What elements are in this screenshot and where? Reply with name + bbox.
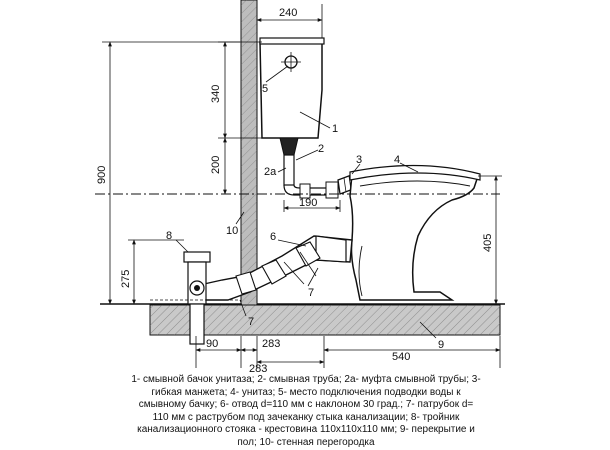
dim-540-text: 540 (392, 351, 410, 363)
dim-275-text: 275 (120, 270, 132, 288)
dim-190-text: 190 (299, 197, 317, 209)
callout-leaders (175, 65, 437, 339)
legend-caption: 1- смывной бачок унитаза; 2- смывная тру… (96, 374, 516, 450)
dim-405-text: 405 (482, 234, 494, 252)
dim-200-text: 200 (210, 156, 222, 174)
dim-340-text: 340 (210, 85, 222, 103)
callout-7: 7 (308, 287, 314, 299)
dim-240-text: 240 (279, 7, 297, 19)
floor-slab (100, 303, 505, 336)
callout-1: 1 (332, 123, 338, 135)
callout-6: 6 (270, 231, 276, 243)
callout-3: 3 (356, 154, 362, 166)
caption-line: 110 мм с раструбом под зачеканку стыка к… (152, 411, 460, 423)
wall-partition (240, 0, 258, 306)
caption-line: смывному бачку; 6- отвод d=110 мм с накл… (138, 399, 474, 411)
caption-line: пол; 10- стенная перегородка (237, 436, 375, 448)
dim-90-text: 90 (206, 338, 218, 350)
toilet-bowl (349, 164, 481, 301)
callout-2: 2 (318, 143, 324, 155)
cistern (259, 37, 325, 139)
dim-283-text: 283 (249, 363, 267, 375)
callout-4: 4 (394, 154, 400, 166)
dimension-lines (102, 4, 502, 368)
caption-line: гибкая манжета; 4- унитаз; 5- место подк… (151, 386, 461, 398)
callout-7: 7 (248, 316, 254, 328)
callout-10: 10 (226, 225, 238, 237)
callout-9: 9 (438, 339, 444, 351)
caption-line: 1- смывной бачок унитаза; 2- смывная тру… (131, 374, 481, 385)
sewer-fittings (150, 235, 353, 345)
callout-2a: 2а (264, 166, 277, 178)
flush-pipe (279, 137, 339, 199)
callout-8: 8 (166, 230, 172, 242)
dim-283-text: 283 (262, 338, 280, 350)
callout-5: 5 (262, 83, 268, 95)
dim-900-text: 900 (96, 166, 108, 184)
caption-line: канализационного стояка - крестовина 110… (137, 424, 475, 436)
